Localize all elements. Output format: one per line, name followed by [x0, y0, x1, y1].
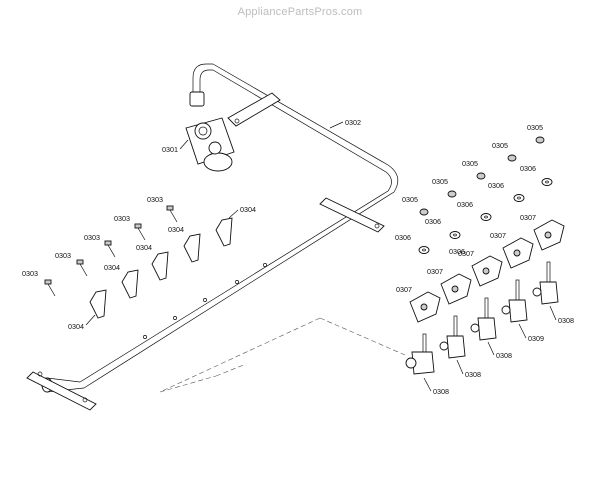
callout-0308: 0308: [558, 316, 574, 325]
callout-0306: 0306: [395, 233, 411, 242]
hex-nut[interactable]: [447, 190, 457, 198]
callout-0307: 0307: [458, 249, 474, 258]
callout-0308: 0308: [465, 370, 481, 379]
callout-0308: 0308: [433, 387, 449, 396]
callout-0306: 0306: [520, 164, 536, 173]
screw[interactable]: [104, 240, 116, 258]
hex-nut[interactable]: [535, 136, 545, 144]
valve-bracket[interactable]: [471, 255, 503, 287]
gas-regulator[interactable]: [185, 91, 235, 172]
burner-valve[interactable]: [470, 297, 497, 341]
watermark: AppliancePartsPros.com: [238, 6, 363, 18]
callout-0305: 0305: [527, 123, 543, 132]
screw[interactable]: [76, 259, 88, 277]
valve-bracket[interactable]: [409, 291, 441, 323]
callout-0303: 0303: [55, 251, 71, 260]
callout-0304: 0304: [68, 322, 84, 331]
burner-valve[interactable]: [405, 333, 435, 375]
callout-0305: 0305: [432, 177, 448, 186]
callout-0303: 0303: [22, 269, 38, 278]
callout-0301: 0301: [162, 145, 178, 154]
screw[interactable]: [166, 205, 178, 223]
screw[interactable]: [134, 223, 146, 241]
callout-0304: 0304: [136, 243, 152, 252]
spring-clip[interactable]: [183, 233, 201, 263]
callout-0302: 0302: [345, 118, 361, 127]
hex-nut[interactable]: [476, 172, 486, 180]
spring-clip[interactable]: [121, 269, 139, 299]
callout-0304: 0304: [240, 205, 256, 214]
washer[interactable]: [541, 178, 553, 186]
washer[interactable]: [480, 213, 492, 221]
hex-nut[interactable]: [419, 208, 429, 216]
callout-0307: 0307: [396, 285, 412, 294]
burner-valve[interactable]: [439, 315, 466, 359]
mounting-bracket-left: [26, 371, 97, 411]
callout-0305: 0305: [402, 195, 418, 204]
callout-0305: 0305: [492, 141, 508, 150]
hex-nut[interactable]: [507, 154, 517, 162]
callout-0303: 0303: [114, 214, 130, 223]
callout-0306: 0306: [488, 181, 504, 190]
mounting-bracket-right: [319, 197, 385, 233]
callout-0304: 0304: [104, 263, 120, 272]
spring-clip[interactable]: [215, 217, 233, 247]
callout-0308: 0308: [496, 351, 512, 360]
washer[interactable]: [513, 194, 525, 202]
screw[interactable]: [44, 279, 56, 297]
washer[interactable]: [449, 231, 461, 239]
callout-0303: 0303: [147, 195, 163, 204]
burner-valve[interactable]: [532, 261, 559, 305]
valve-bracket[interactable]: [440, 273, 472, 305]
callout-0306: 0306: [457, 200, 473, 209]
valve-bracket[interactable]: [502, 237, 534, 269]
callout-0307: 0307: [490, 231, 506, 240]
mounting-bracket-top: [227, 92, 281, 127]
callout-0303: 0303: [84, 233, 100, 242]
callout-0305: 0305: [462, 159, 478, 168]
callout-0304: 0304: [168, 225, 184, 234]
spring-clip[interactable]: [151, 251, 169, 281]
callout-0306: 0306: [449, 247, 465, 256]
callout-0309: 0309: [528, 334, 544, 343]
callout-0307: 0307: [520, 213, 536, 222]
callout-0307: 0307: [427, 267, 443, 276]
washer[interactable]: [418, 246, 430, 254]
callout-0306: 0306: [425, 217, 441, 226]
spring-clip[interactable]: [89, 289, 107, 319]
valve-bracket[interactable]: [533, 219, 565, 251]
burner-valve[interactable]: [501, 279, 528, 323]
